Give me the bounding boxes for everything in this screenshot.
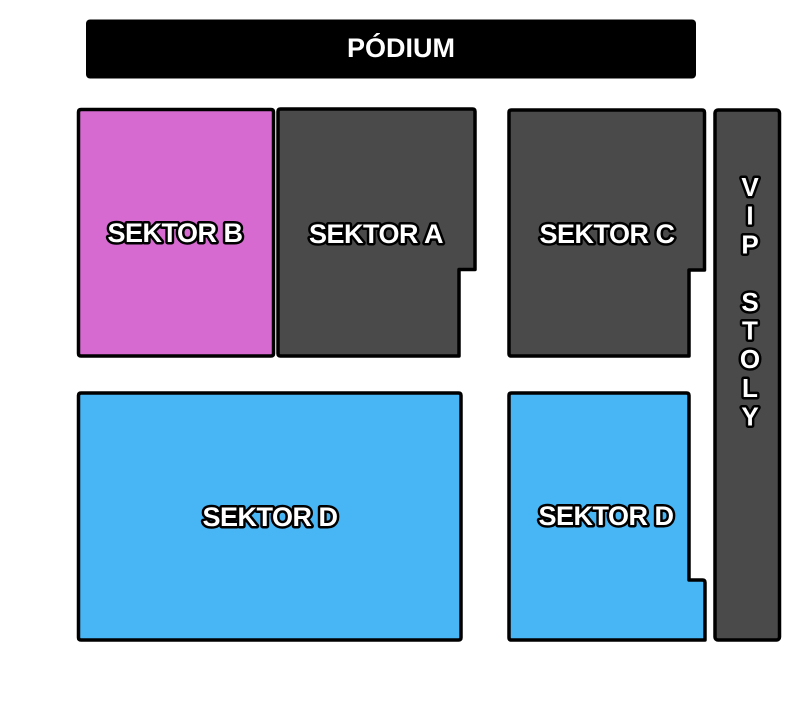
section-sektor-b-shape[interactable] <box>76 107 276 358</box>
section-sektor-a-shape[interactable] <box>276 107 477 358</box>
section-sektor-d-left-shape[interactable] <box>76 391 463 642</box>
section-sektor-d-right[interactable]: SEKTOR D <box>507 391 707 642</box>
stage-bar <box>86 19 696 79</box>
section-sektor-c-shape[interactable] <box>507 108 707 358</box>
section-sektor-b[interactable]: SEKTOR B <box>76 107 276 358</box>
section-vip-stoly-shape[interactable] <box>713 108 782 642</box>
section-sektor-d-left[interactable]: SEKTOR D <box>76 391 463 642</box>
stage: PÓDIUM <box>86 19 696 79</box>
section-sektor-a[interactable]: SEKTOR A <box>276 107 477 358</box>
section-sektor-d-right-shape[interactable] <box>507 391 707 642</box>
section-sektor-c[interactable]: SEKTOR C <box>507 108 707 358</box>
